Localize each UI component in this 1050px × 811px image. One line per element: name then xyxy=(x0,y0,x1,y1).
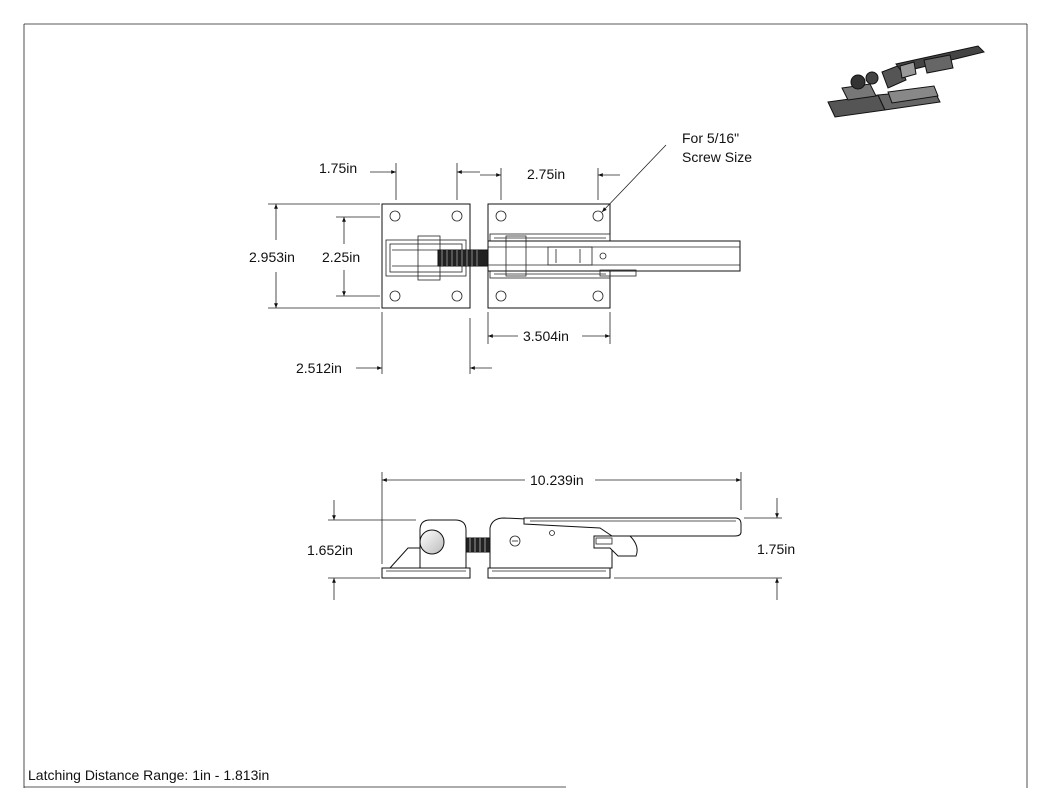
dim-side-left-height xyxy=(328,500,416,600)
side-view: 10.239in 1.652in 1.75in xyxy=(307,472,795,600)
dim-width-left xyxy=(370,163,480,200)
border-frame xyxy=(23,23,1028,788)
dim-label-height-inner: 2.25in xyxy=(322,249,360,265)
dim-label-width-right: 2.75in xyxy=(527,166,565,182)
side-left-base xyxy=(381,519,471,579)
note-line-2: Screw Size xyxy=(682,149,752,165)
dim-bottom-right xyxy=(487,312,611,344)
side-right-base xyxy=(487,517,613,579)
dim-label-side-left-height: 1.652in xyxy=(307,542,353,558)
dim-label-side-right-height: 1.75in xyxy=(757,541,795,557)
isometric-thumbnail xyxy=(827,45,985,118)
dim-width-right xyxy=(480,168,620,200)
dim-label-bottom-right: 3.504in xyxy=(523,328,569,344)
threaded-screw xyxy=(437,249,489,267)
side-handle xyxy=(523,517,742,557)
dim-height-outer xyxy=(268,203,380,309)
top-view: 1.75in 2.75in For 5/16" Screw Size 2.953… xyxy=(249,130,752,376)
dim-label-width-left: 1.75in xyxy=(319,160,357,176)
latch-handle xyxy=(487,235,741,277)
dim-overall-length xyxy=(381,472,742,564)
dim-height-inner xyxy=(336,216,380,297)
dim-label-overall-length: 10.239in xyxy=(530,472,584,488)
note-line-1: For 5/16" xyxy=(682,130,739,146)
dim-label-height-outer: 2.953in xyxy=(249,249,295,265)
dim-side-right-height xyxy=(614,498,782,600)
dim-bottom-left xyxy=(356,312,492,374)
side-threaded-screw xyxy=(465,537,491,553)
note-leader-line xyxy=(601,144,667,213)
dim-label-bottom-left: 2.512in xyxy=(296,360,342,376)
latching-range-note: Latching Distance Range: 1in - 1.813in xyxy=(28,767,269,783)
